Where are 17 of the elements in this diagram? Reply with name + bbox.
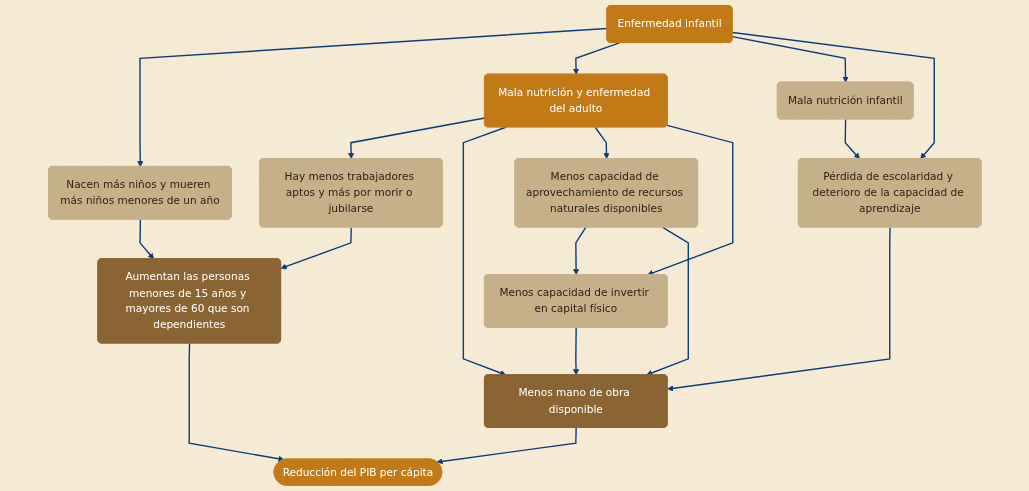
arrow <box>572 42 620 75</box>
arrow <box>572 226 587 276</box>
arrow <box>347 117 486 160</box>
arrow <box>280 226 352 270</box>
arrow <box>844 118 860 160</box>
arrow <box>136 27 608 168</box>
arrow <box>594 126 610 160</box>
arrow <box>188 342 285 462</box>
arrow <box>666 226 891 392</box>
arrow <box>462 126 507 376</box>
arrow <box>646 124 734 276</box>
arrow <box>572 326 579 376</box>
arrow <box>138 218 154 260</box>
arrow <box>731 35 849 83</box>
arrow <box>436 427 577 465</box>
arrow <box>731 31 935 160</box>
arrow <box>645 226 689 376</box>
